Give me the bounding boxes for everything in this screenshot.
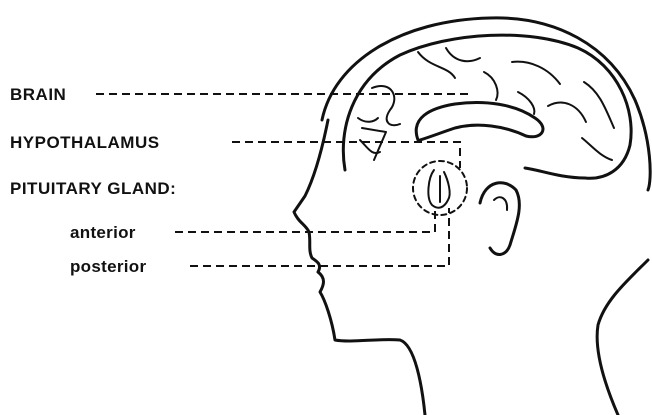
brain-fold bbox=[358, 118, 378, 122]
ear-outline bbox=[480, 183, 519, 255]
brain-fold bbox=[446, 48, 480, 61]
brain-fold bbox=[418, 52, 455, 78]
anterior-leader-line bbox=[175, 210, 435, 232]
posterior-label: posterior bbox=[70, 258, 146, 275]
posterior-leader-line bbox=[190, 208, 449, 266]
corpus-callosum bbox=[416, 103, 543, 140]
anterior-label: anterior bbox=[70, 224, 136, 241]
pituitary-gland-label: PITUITARY GLAND: bbox=[10, 180, 176, 197]
brain-fold bbox=[484, 72, 498, 100]
head-profile-outline bbox=[294, 18, 650, 415]
brain-label: BRAIN bbox=[10, 86, 66, 103]
brain-fold bbox=[512, 62, 560, 84]
brain-fold bbox=[582, 138, 612, 160]
brain-fold bbox=[362, 128, 386, 160]
brain-fold bbox=[584, 82, 614, 128]
brain-fold bbox=[548, 103, 586, 122]
brain-outline bbox=[343, 35, 631, 178]
ear-inner bbox=[494, 197, 507, 210]
hypothalamus-label: HYPOTHALAMUS bbox=[10, 134, 160, 151]
neck-back-outline bbox=[597, 260, 648, 415]
